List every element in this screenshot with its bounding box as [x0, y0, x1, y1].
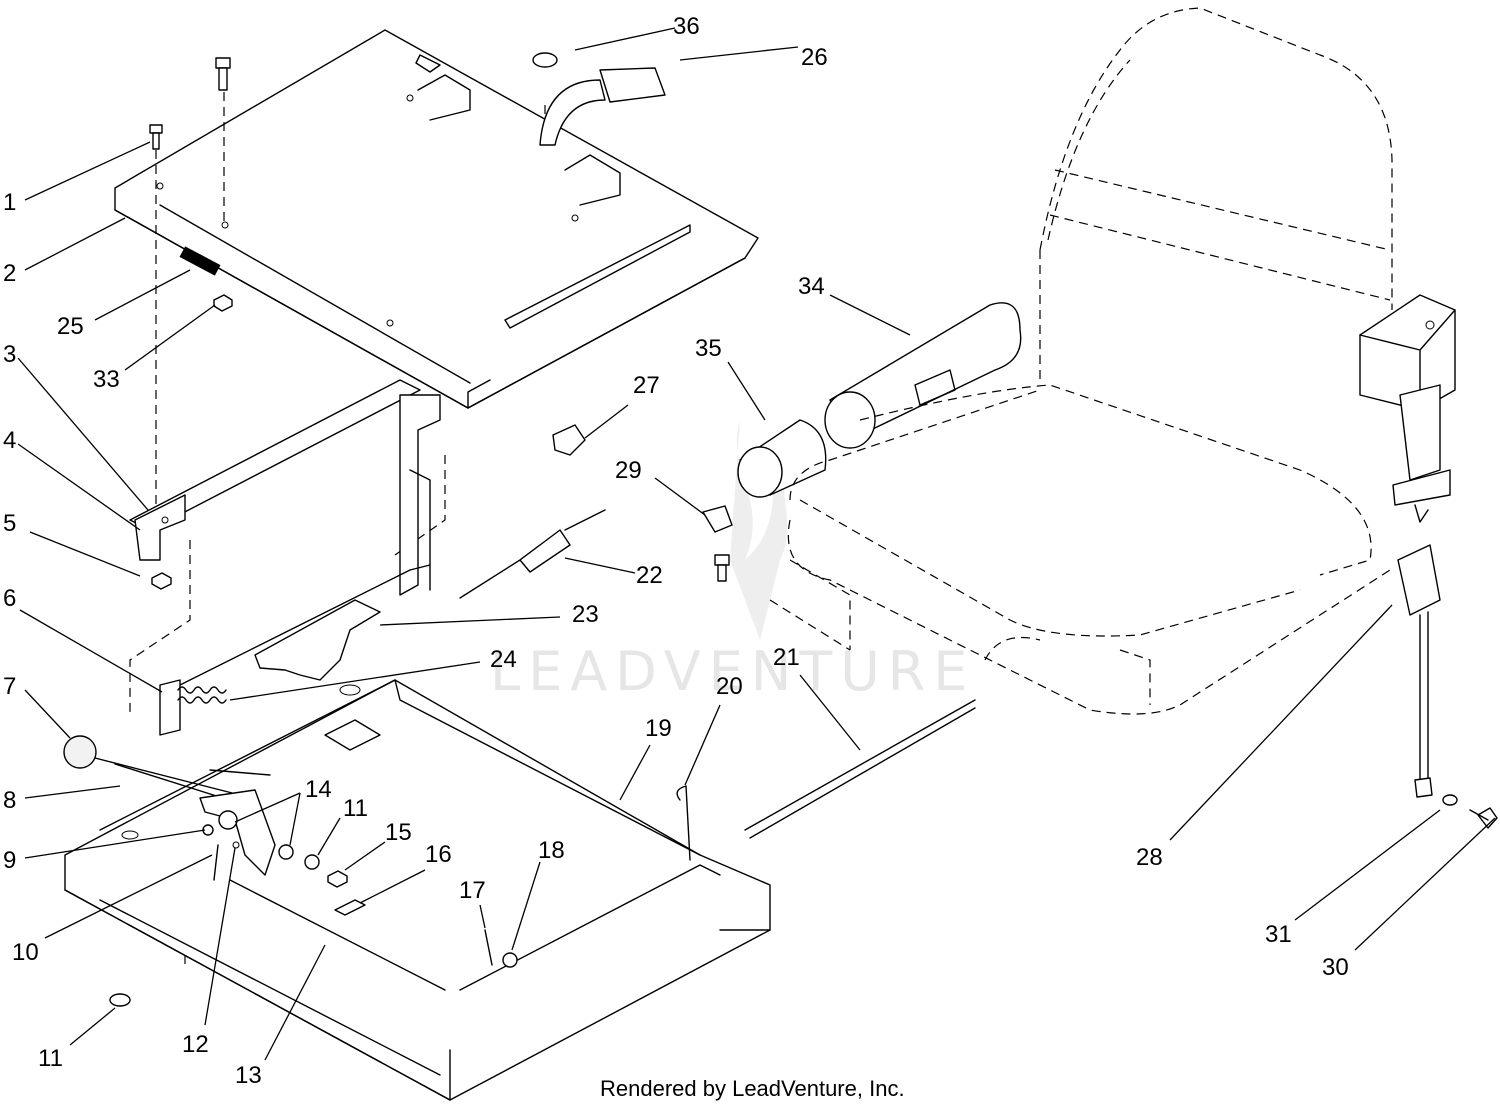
bracket-23 — [254, 599, 381, 681]
seat-plate — [114, 29, 759, 409]
bolt-1 — [149, 57, 231, 150]
callout-15: 15 — [385, 819, 412, 846]
callout-16: 16 — [425, 841, 452, 868]
callout-2: 2 — [3, 260, 16, 287]
leader-lines — [17, 27, 1496, 1061]
callout-9: 9 — [3, 847, 16, 874]
callout-17: 17 — [459, 877, 486, 904]
callout-3: 3 — [3, 341, 16, 368]
clip-27 — [552, 424, 586, 456]
slide-rail-left — [129, 379, 421, 590]
callout-7: 7 — [3, 673, 16, 700]
callout-29: 29 — [615, 457, 642, 484]
callout-4: 4 — [3, 427, 16, 454]
adjust-lever — [63, 735, 366, 1007]
callout-31: 31 — [1265, 921, 1292, 948]
callout-28: 28 — [1136, 844, 1163, 871]
callout-33: 33 — [93, 366, 120, 393]
cotter-pin-20 — [676, 785, 691, 861]
callout-12: 12 — [182, 1031, 209, 1058]
callout-13: 13 — [235, 1062, 262, 1089]
callout-34: 34 — [798, 273, 825, 300]
callout-14: 14 — [305, 776, 332, 803]
callout-19: 19 — [645, 715, 672, 742]
seat-base-frame — [64, 679, 771, 1101]
cable-22 — [459, 509, 606, 599]
clip-29 — [702, 505, 733, 533]
callout-26: 26 — [801, 44, 828, 71]
callout-labels: 1 2 3 4 5 6 7 8 9 10 11 11 12 13 14 15 1… — [3, 13, 1349, 1089]
callout-22: 22 — [636, 562, 663, 589]
callout-27: 27 — [633, 372, 660, 399]
callout-11-lower: 11 — [38, 1045, 63, 1072]
callout-1: 1 — [3, 189, 16, 216]
callout-24: 24 — [490, 646, 517, 673]
callout-25: 25 — [57, 313, 84, 340]
tube-34-35 — [737, 302, 1022, 498]
callout-5: 5 — [3, 510, 16, 537]
rod-21 — [744, 699, 976, 831]
seat-belt-tongue — [1397, 544, 1498, 829]
adjust-rod — [169, 569, 411, 691]
callout-10: 10 — [12, 939, 39, 966]
callout-30: 30 — [1322, 954, 1349, 981]
render-credit: Rendered by LeadVenture, Inc. — [600, 1076, 905, 1101]
callout-6: 6 — [3, 585, 16, 612]
watermark-logo — [730, 420, 790, 640]
seat-belt-buckle — [1359, 294, 1456, 523]
callout-36: 36 — [673, 13, 700, 40]
callout-21: 21 — [773, 644, 800, 671]
callout-18: 18 — [538, 837, 565, 864]
callout-23: 23 — [572, 601, 599, 628]
spring-24 — [159, 679, 227, 736]
washer-18 — [502, 952, 518, 968]
cotter-pin-17 — [484, 929, 493, 966]
nut-33 — [213, 294, 233, 312]
hand-hold-26 — [532, 52, 666, 146]
callout-20: 20 — [716, 673, 743, 700]
callout-35: 35 — [695, 335, 722, 362]
slide-rail-right — [399, 394, 441, 596]
callout-8: 8 — [3, 787, 16, 814]
watermark-text: LEADVENTURE — [490, 640, 975, 703]
callout-11-upper: 11 — [343, 795, 368, 822]
seat-cushion — [769, 7, 1393, 715]
